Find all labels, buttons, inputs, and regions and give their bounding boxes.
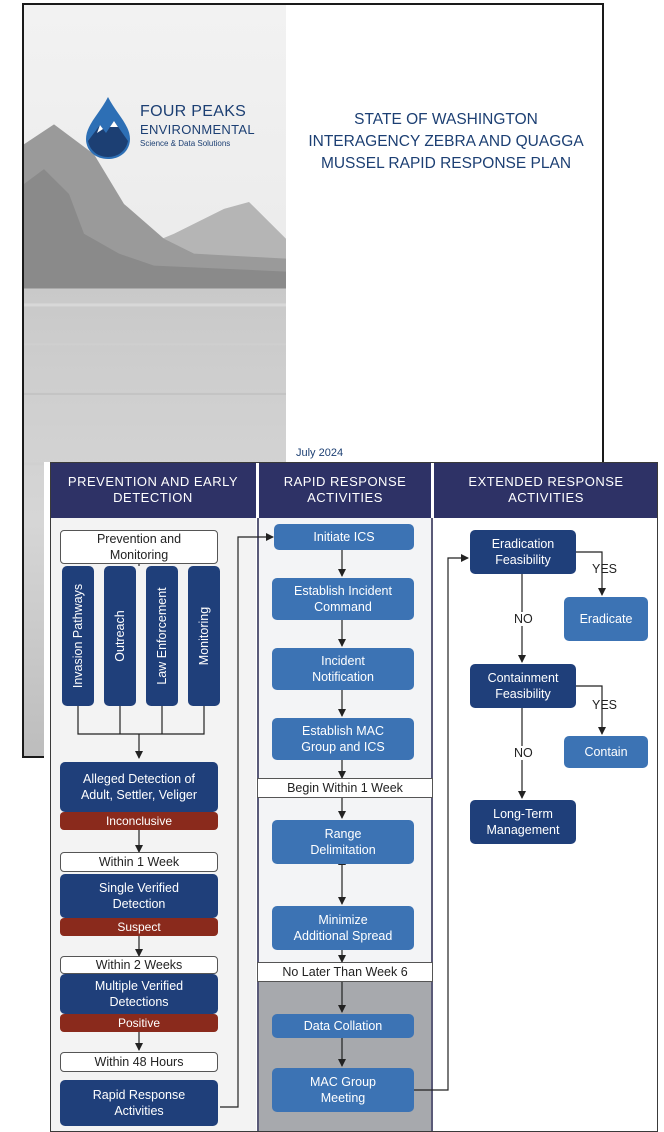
contain-box: Contain: [564, 736, 648, 768]
header-extended-line: EXTENDED RESPONSE: [468, 474, 624, 489]
mac-group-meeting-line: Meeting: [320, 1091, 366, 1105]
tab-monitoring: Monitoring: [188, 566, 220, 706]
report-title-line: STATE OF WASHINGTON: [354, 111, 538, 128]
report-date: July 2024: [296, 447, 344, 459]
status-suspect: Suspect: [60, 918, 218, 936]
minimize-spread-line: Additional Spread: [293, 929, 393, 943]
establish-incident-command-line: Command: [314, 600, 372, 614]
mac-group-meeting-line: MAC Group: [310, 1075, 376, 1089]
single-verified-line: Detection: [112, 897, 166, 911]
four-peaks-logo: FOUR PEAKS ENVIRONMENTAL Science & Data …: [82, 95, 255, 165]
status-positive: Positive: [60, 1014, 218, 1032]
rapid-response-activities-line: Activities: [114, 1104, 164, 1118]
containment-feasibility-line: Containment: [487, 671, 559, 685]
long-term-management-line: Management: [486, 823, 560, 837]
single-verified-line: Single Verified: [99, 881, 179, 895]
header-rapid-line: ACTIVITIES: [307, 490, 383, 505]
range-delimitation-line: Range: [324, 827, 362, 841]
eradication-feasibility-line: Eradication: [491, 537, 555, 551]
no-label-2: NO: [512, 746, 535, 760]
rapid-response-activities-line: Rapid Response: [92, 1088, 186, 1102]
establish-incident-command-line: Establish Incident: [294, 584, 392, 598]
no-label-1: NO: [512, 612, 535, 626]
logo-tagline: Science & Data Solutions: [140, 139, 231, 148]
establish-mac-group-line: Group and ICS: [301, 740, 385, 754]
report-title-line: INTERAGENCY ZEBRA AND QUAGGA: [308, 133, 584, 150]
yes-label-1: YES: [592, 562, 618, 576]
eradication-feasibility-line: Feasibility: [495, 553, 551, 567]
timing-within-48-hours: Within 48 Hours: [60, 1052, 218, 1072]
incident-notification-line: Incident: [321, 654, 365, 668]
flowchart-connectors: [77, 533, 606, 1108]
long-term-management-line: Long-Term: [493, 807, 553, 821]
eradicate-box: Eradicate: [564, 597, 648, 641]
flowchart-border: [50, 462, 658, 1132]
tab-law-enforcement: Law Enforcement: [146, 566, 178, 706]
alleged-detection-line: Adult, Settler, Veliger: [80, 788, 198, 802]
report-title-line: MUSSEL RAPID RESPONSE PLAN: [320, 155, 572, 172]
timing-within-1-week: Within 1 Week: [60, 852, 218, 872]
tab-outreach: Outreach: [104, 566, 136, 706]
prevention-monitoring-line: Monitoring: [109, 548, 169, 562]
multiple-verified-line: Detections: [109, 995, 169, 1009]
header-extended-line: ACTIVITIES: [508, 490, 584, 505]
header-prevention-line: PREVENTION AND EARLY: [67, 474, 239, 489]
minimize-spread-line: Minimize: [318, 913, 368, 927]
alleged-detection-box: Alleged Detection of Adult, Settler, Veli…: [60, 762, 218, 812]
yes-label-2: YES: [592, 698, 618, 712]
establish-mac-group-line: Establish MAC: [302, 724, 384, 738]
header-rapid-line: RAPID RESPONSE: [283, 474, 407, 489]
band-no-later-than-week-6: No Later Than Week 6: [257, 962, 433, 982]
tab-invasion-pathways: Invasion Pathways: [62, 566, 94, 706]
alleged-detection-line: Alleged Detection of: [83, 772, 195, 786]
header-prevention-line: DETECTION: [113, 490, 193, 505]
prevention-monitoring-line: Prevention and: [96, 532, 182, 546]
logo-name-line2: ENVIRONMENTAL: [140, 122, 255, 137]
multiple-verified-line: Multiple Verified: [94, 979, 184, 993]
establish-mac-group-box: Establish MAC Group and ICS: [272, 718, 414, 760]
incident-notification-line: Notification: [312, 670, 374, 684]
data-collation-box: Data Collation: [272, 1014, 414, 1038]
logo-name-line1: FOUR PEAKS: [140, 103, 247, 120]
initiate-ics-box: Initiate ICS: [274, 524, 414, 550]
band-begin-within-1-week: Begin Within 1 Week: [257, 778, 433, 798]
timing-within-2-weeks: Within 2 Weeks: [60, 956, 218, 974]
containment-feasibility-line: Feasibility: [495, 687, 551, 701]
report-title: STATE OF WASHINGTON INTERAGENCY ZEBRA AN…: [286, 109, 602, 175]
status-inconclusive: Inconclusive: [60, 812, 218, 830]
range-delimitation-line: Delimitation: [310, 843, 376, 857]
water-drop-mountain-icon: [86, 97, 130, 159]
